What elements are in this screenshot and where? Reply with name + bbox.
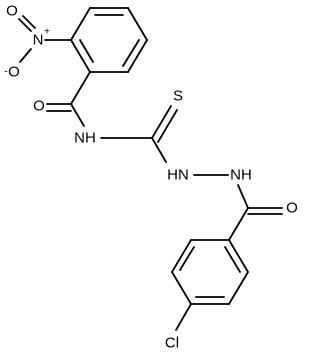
- carbonyl-oxygen: O: [286, 200, 298, 217]
- nitro-o-top: O: [6, 3, 18, 20]
- nitro-n-charge: +: [44, 27, 50, 38]
- hydrazine-link: [193, 174, 249, 209]
- benzoyl-carbonyl: [228, 207, 283, 241]
- amide-nh: NH: [74, 130, 96, 147]
- thione-sulfur: S: [173, 88, 183, 105]
- nitro-o-minus: O: [8, 64, 20, 81]
- nitro-group: [18, 15, 72, 63]
- hydrazine-nh-left: HN: [167, 167, 189, 184]
- nitrobenzene-ring: [70, 7, 148, 73]
- hydrazine-nh-right: NH: [230, 167, 252, 184]
- molecule-structure: O N + O - O NH S HN NH O: [4, 3, 298, 352]
- amide-oxygen: O: [33, 98, 45, 115]
- nitro-o-charge: -: [4, 67, 7, 78]
- amide-carbonyl: [46, 71, 91, 127]
- nitro-n: N: [33, 32, 44, 49]
- chloro-substituent: [175, 303, 192, 331]
- chlorobenzene-ring: [171, 239, 249, 305]
- chlorine: Cl: [165, 335, 179, 352]
- thiocarbonyl: [100, 105, 178, 163]
